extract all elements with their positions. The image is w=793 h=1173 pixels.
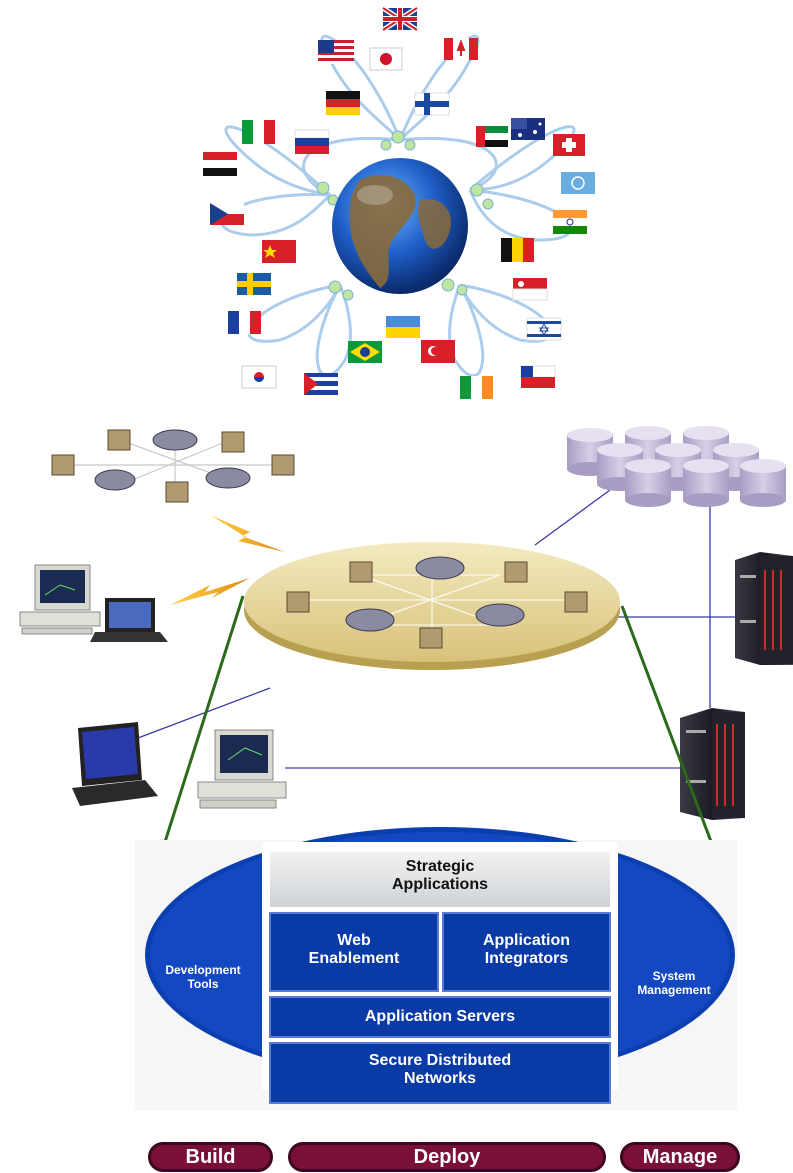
strategic-applications-box [270, 852, 610, 907]
mainframe-server-icon [680, 708, 745, 820]
flag-czech [210, 203, 244, 225]
flag-brazil [348, 341, 382, 363]
flag-ireland [460, 376, 493, 399]
desktop-computer-icon [19, 564, 101, 635]
system-management-label: System Management [637, 969, 711, 997]
web-enablement-label: Web Enablement [308, 932, 400, 968]
network-graphic [19, 426, 793, 906]
application-integrators-box [442, 912, 611, 992]
software-stack-diagram [135, 827, 737, 1110]
web-enablement-box [269, 912, 439, 992]
lightning-icon [210, 515, 285, 552]
development-tools-label: Development Tools [165, 963, 241, 991]
manage-button[interactable]: Manage [620, 1142, 740, 1172]
flag-japan [369, 47, 403, 71]
storage-database-icon [567, 426, 786, 507]
flag-egypt [203, 152, 237, 176]
flag-sweden [237, 273, 271, 295]
flag-china [262, 240, 296, 263]
application-integrators-label: Application Integrators [482, 932, 571, 968]
flag-france [228, 311, 261, 334]
desktop-computer-icon [197, 729, 287, 809]
flag-uae [476, 126, 508, 147]
secure-networks-label: Secure Distributed Networks [368, 1052, 512, 1088]
application-servers-label: Application Servers [364, 1008, 516, 1025]
flag-australia [511, 118, 545, 140]
flag-un [561, 172, 595, 194]
laptop-icon [72, 722, 158, 806]
flag-finland [414, 92, 450, 116]
flag-chile [520, 365, 556, 388]
flag-south-korea [241, 365, 277, 389]
flag-belgium [501, 238, 534, 262]
strategic-applications-label: Strategic Applications [391, 858, 488, 894]
mainframe-server-icon [735, 552, 793, 665]
secure-networks-box [269, 1042, 611, 1104]
lightning-icon [170, 578, 250, 605]
flag-russia [294, 129, 330, 154]
flag-germany [326, 91, 360, 115]
flag-israel [526, 317, 562, 341]
flag-turkey [421, 340, 455, 363]
flag-singapore [512, 278, 548, 301]
deploy-button[interactable]: Deploy [288, 1142, 606, 1172]
flag-usa [318, 40, 354, 64]
flag-india [553, 210, 587, 234]
node-cluster-top [51, 429, 295, 503]
flag-canada [444, 38, 478, 60]
globe-flags-graphic [203, 5, 595, 399]
flag-uk [381, 5, 419, 33]
application-servers-box [269, 996, 611, 1038]
laptop-icon [90, 598, 168, 642]
flag-italy [242, 120, 275, 144]
flag-cuba [304, 373, 338, 395]
central-network-disk [244, 542, 620, 670]
flag-switzerland [553, 134, 585, 156]
build-button[interactable]: Build [148, 1142, 273, 1172]
flag-ukraine [386, 316, 420, 338]
